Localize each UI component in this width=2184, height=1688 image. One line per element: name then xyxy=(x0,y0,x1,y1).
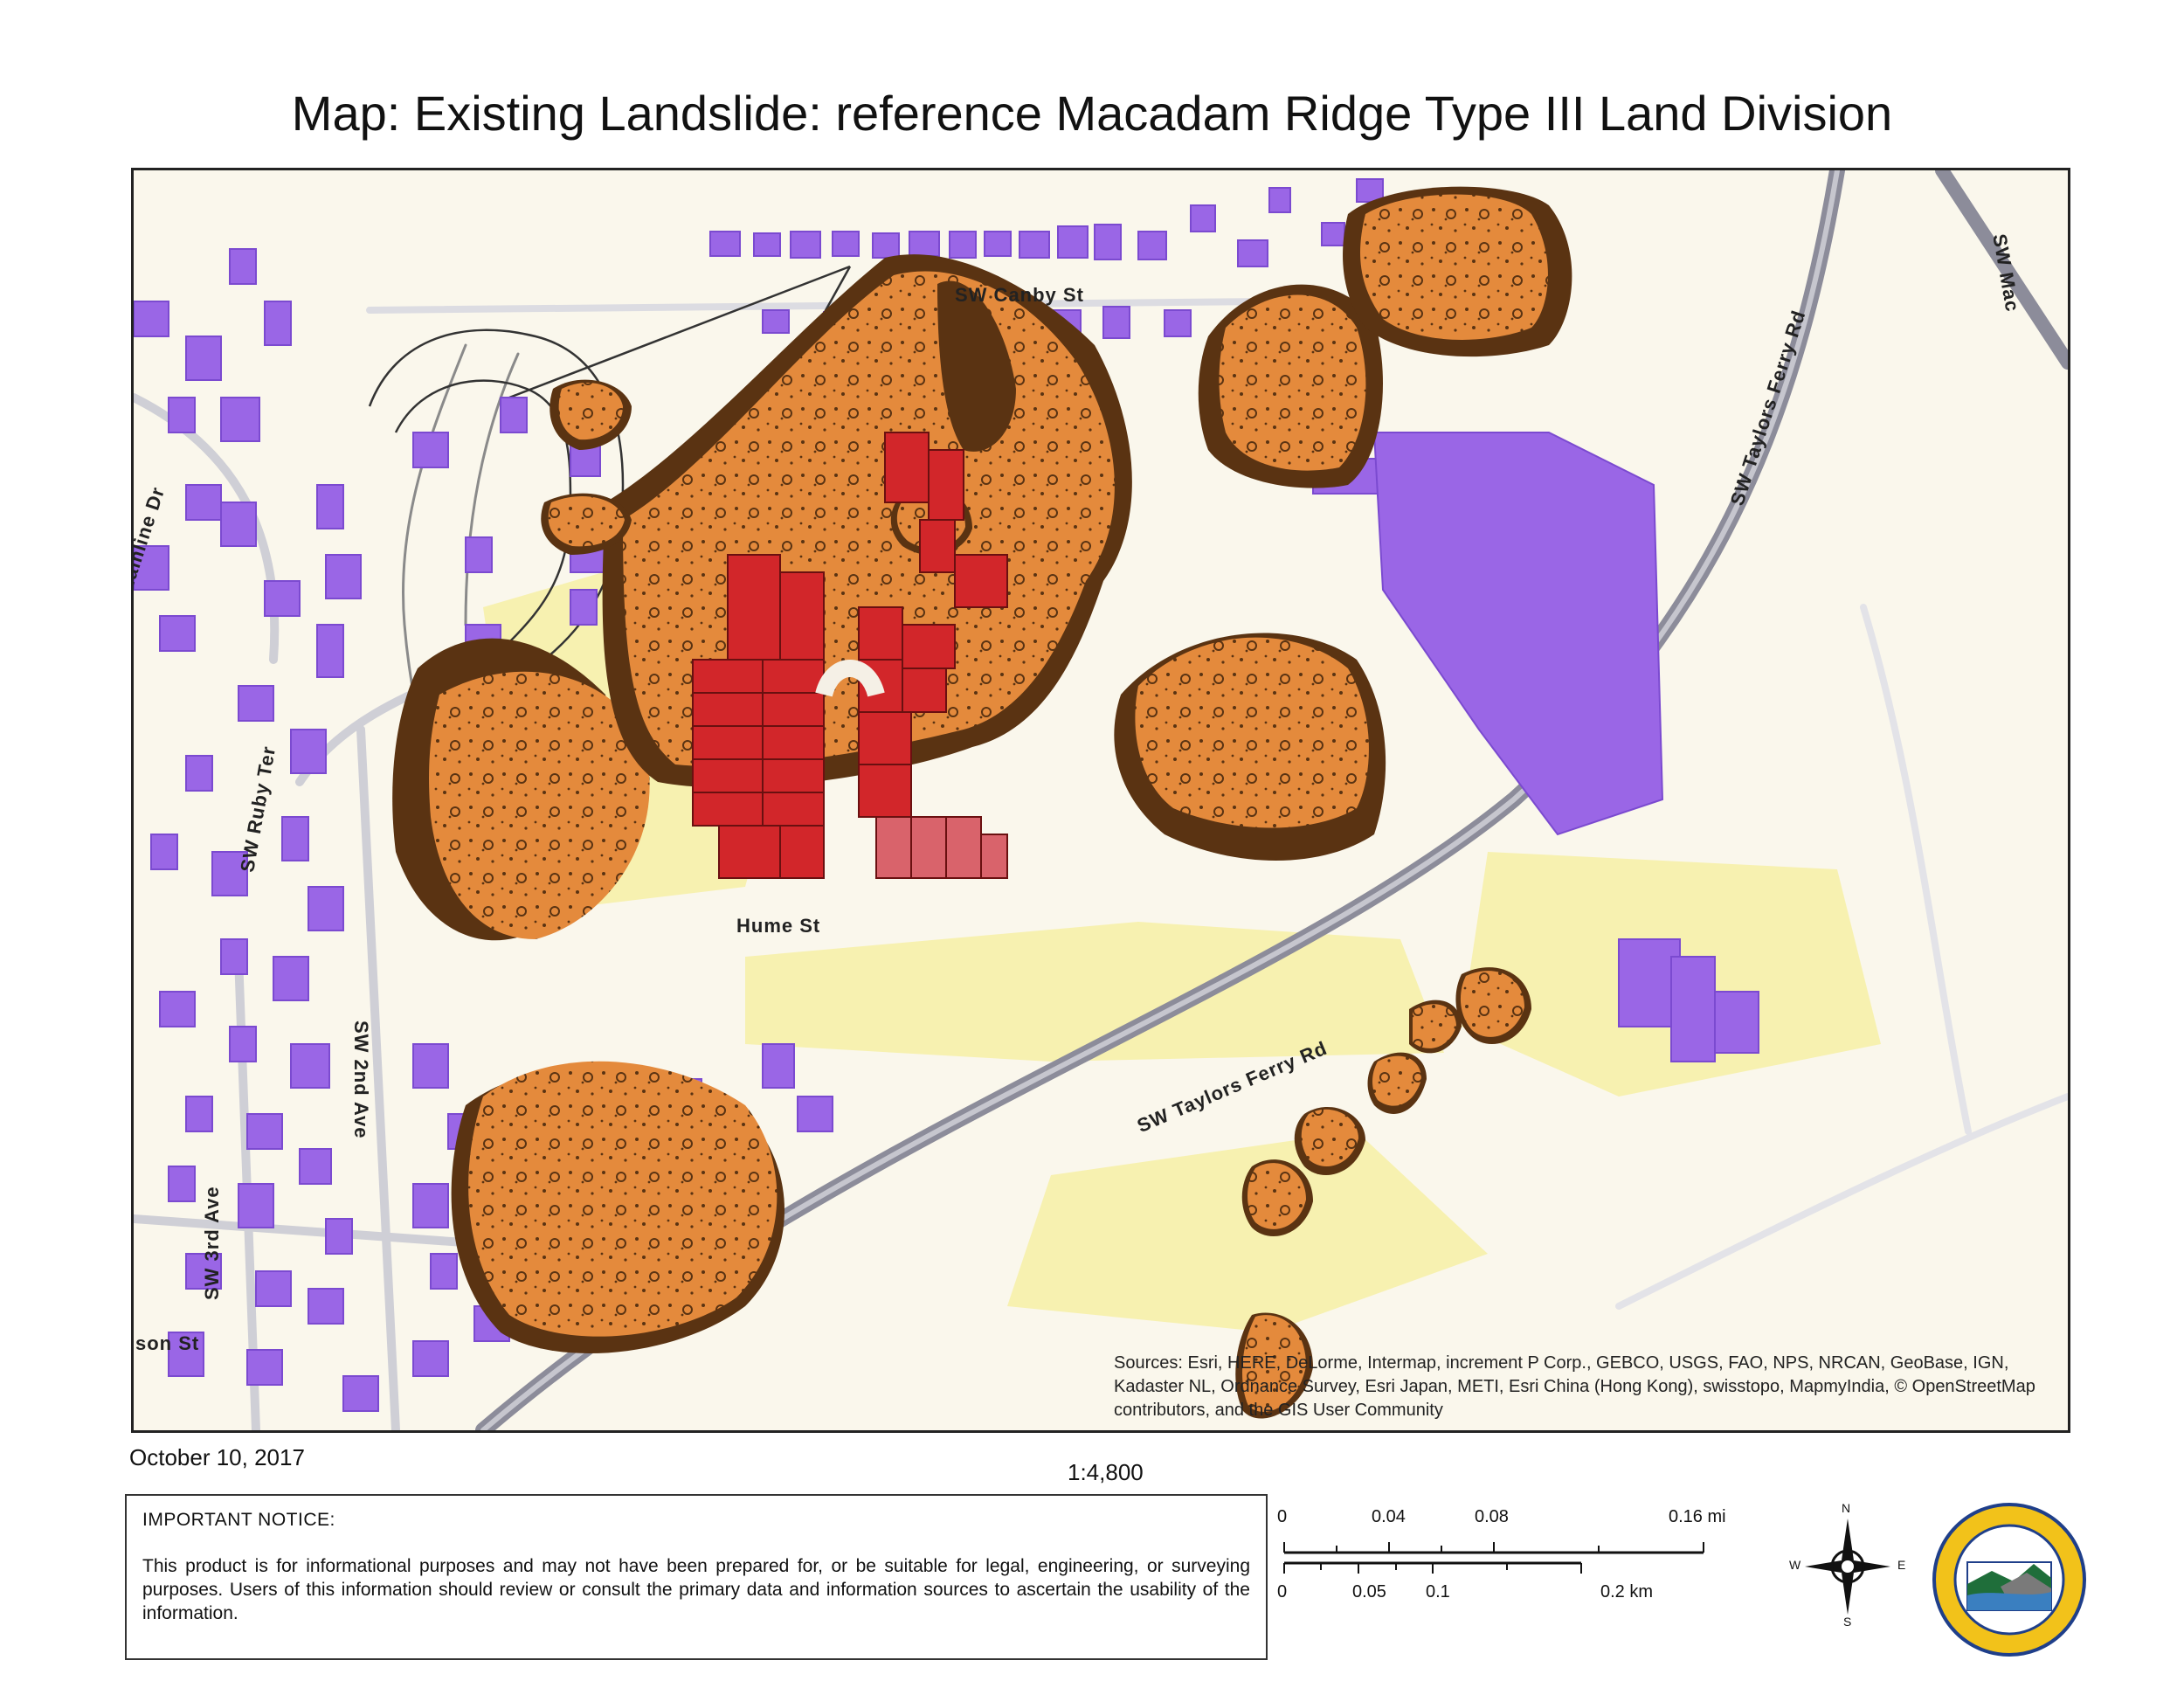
scale-mi-0: 0 xyxy=(1277,1507,1288,1526)
seal-icon xyxy=(1932,1503,2086,1657)
street-label-3rd-ave: SW 3rd Ave xyxy=(201,1186,223,1300)
street-label-hume: Hume St xyxy=(736,915,821,937)
scale-ratio: 1:4,800 xyxy=(1068,1459,1144,1485)
map-canvas xyxy=(134,170,2068,1430)
scale-bar: 0 0.04 0.08 0.16 mi 0 0.05 0.1 0.2 km xyxy=(1275,1507,1765,1629)
scale-km-1: 0.05 xyxy=(1352,1582,1386,1602)
scale-mi-3: 0.16 mi xyxy=(1669,1507,1726,1526)
north-arrow: N W E S xyxy=(1782,1501,1913,1632)
scale-mi-2: 0.08 xyxy=(1475,1507,1509,1526)
map-date: October 10, 2017 xyxy=(129,1444,305,1470)
scale-bar-graphic xyxy=(1283,1542,1704,1574)
scale-km-2: 0.1 xyxy=(1426,1582,1450,1602)
map-title: Map: Existing Landslide: reference Macad… xyxy=(291,86,1893,141)
important-notice-box: IMPORTANT NOTICE: This product is for in… xyxy=(125,1494,1268,1660)
notice-body: This product is for informational purpos… xyxy=(142,1556,1250,1623)
compass-s: S xyxy=(1843,1615,1852,1629)
scale-km-3: 0.2 km xyxy=(1600,1582,1654,1602)
street-label-nebraska: son St xyxy=(135,1332,200,1354)
street-label-canby: SW Canby St xyxy=(955,284,1084,306)
notice-heading: IMPORTANT NOTICE: xyxy=(142,1510,335,1530)
compass-rose-icon xyxy=(1805,1519,1890,1615)
map-view[interactable]: SW Canby St SW Taylors Ferry Rd SW Taylo… xyxy=(131,168,2070,1433)
scale-km-0: 0 xyxy=(1277,1582,1288,1602)
compass-e: E xyxy=(1897,1558,1906,1572)
map-sources-credit: Sources: Esri, HERE, DeLorme, Intermap, … xyxy=(1114,1353,2035,1420)
agency-seal-logo xyxy=(1931,1501,2088,1658)
compass-n: N xyxy=(1842,1501,1851,1515)
lot-layer xyxy=(692,432,1008,879)
scale-mi-1: 0.04 xyxy=(1372,1507,1406,1526)
compass-w: W xyxy=(1789,1558,1801,1572)
street-label-2nd-ave: SW 2nd Ave xyxy=(350,1020,372,1139)
